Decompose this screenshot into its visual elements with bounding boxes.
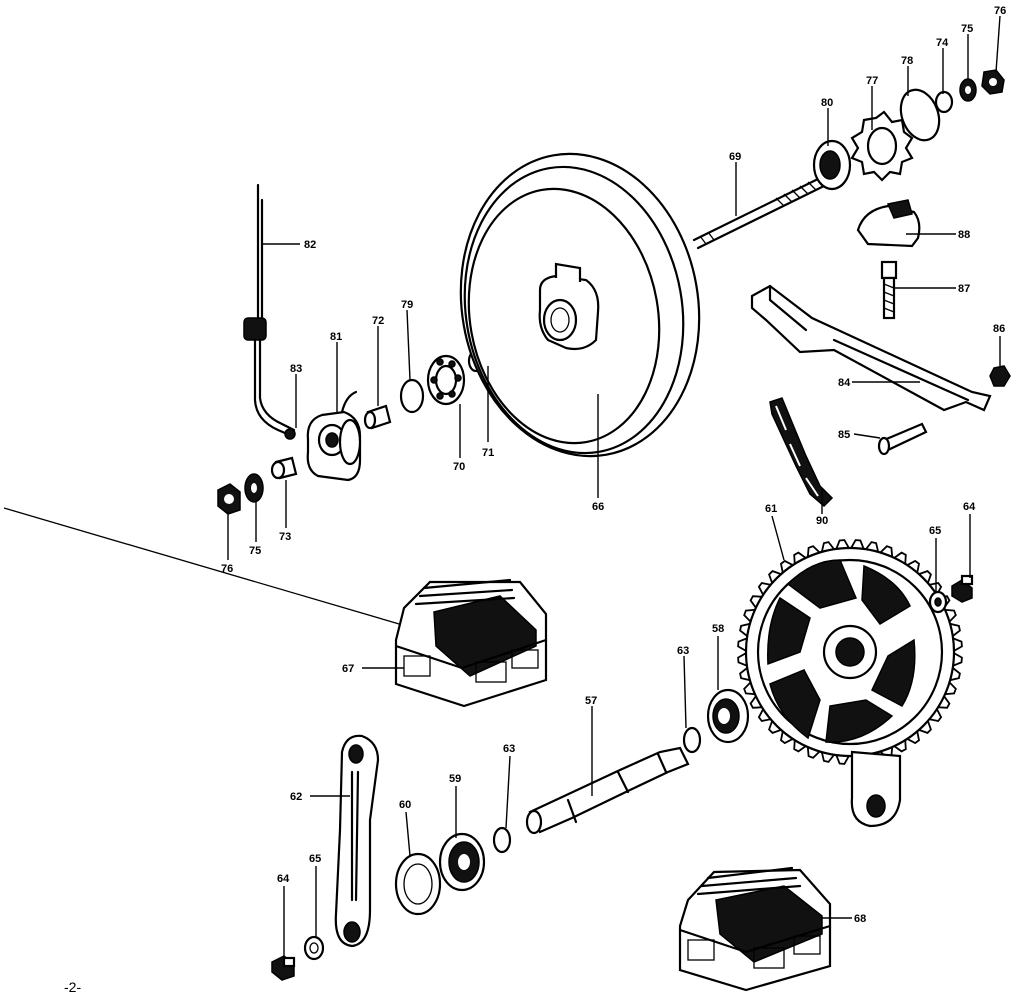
callout-71-sleeve: 71 xyxy=(482,447,494,459)
cable-clip xyxy=(284,428,296,440)
callout-88-clip: 88 xyxy=(958,229,970,241)
crank-washer-left xyxy=(303,935,325,961)
chainring xyxy=(737,539,963,828)
callout-75-washer: 75 xyxy=(961,23,973,35)
lock-nut-left xyxy=(394,852,442,916)
small-spacer xyxy=(934,90,954,114)
brake-cable xyxy=(243,183,296,438)
leader-lines xyxy=(227,15,1001,958)
callout-59-cup: 59 xyxy=(449,773,461,785)
callout-83-clip: 83 xyxy=(290,363,302,375)
arm-nut xyxy=(989,365,1011,387)
callout-80-bearing: 80 xyxy=(821,97,833,109)
callout-61-chainring: 61 xyxy=(765,503,777,515)
snap-ring xyxy=(399,378,425,414)
callout-labels: 82 83 81 72 79 70 71 66 69 80 77 78 74 7… xyxy=(64,5,1006,995)
callout-73-spacer: 73 xyxy=(279,531,291,543)
callout-66-drum: 66 xyxy=(592,501,604,513)
washer-right xyxy=(959,78,977,102)
callout-69-axle: 69 xyxy=(729,151,741,163)
left-crank xyxy=(334,734,380,948)
callout-78-ring: 78 xyxy=(901,55,913,67)
callout-57-spindle: 57 xyxy=(585,695,597,707)
callout-58-cup: 58 xyxy=(712,623,724,635)
callout-62-crank: 62 xyxy=(290,791,302,803)
crank-bolt-right xyxy=(951,574,974,603)
callout-85-bolt: 85 xyxy=(838,429,850,441)
callout-63-lockwasher-left: 63 xyxy=(503,743,515,755)
callout-65-washer-left: 65 xyxy=(309,853,321,865)
leader-line xyxy=(3,507,407,627)
axle-nut-left xyxy=(217,483,241,515)
brake-drum-wheel xyxy=(459,152,701,458)
callout-72-sleeve: 72 xyxy=(372,315,384,327)
callout-77-sprocket: 77 xyxy=(866,75,878,87)
callout-67-pedal: 67 xyxy=(342,663,354,675)
callout-64-bolt: 64 xyxy=(963,501,976,513)
callout-75-washer-left: 75 xyxy=(249,545,261,557)
brake-strap-arm xyxy=(750,284,992,412)
hub-axle xyxy=(692,176,826,250)
brake-clip xyxy=(856,199,921,248)
callout-76-nut: 76 xyxy=(994,5,1006,17)
callout-84-arm: 84 xyxy=(838,377,851,389)
callout-87-bolt: 87 xyxy=(958,283,970,295)
callout-82-cable: 82 xyxy=(304,239,316,251)
bearing-right xyxy=(812,139,852,191)
lock-washer-right xyxy=(682,726,702,754)
callout-79-ring: 79 xyxy=(401,299,413,311)
axle-nut-right xyxy=(981,69,1005,95)
crank-bolt-left xyxy=(271,955,296,981)
washer-left xyxy=(244,473,264,503)
brake-arm xyxy=(306,390,362,482)
crank-washer-right xyxy=(928,590,948,614)
lock-washer-left xyxy=(492,826,512,854)
bearing-cup-right xyxy=(706,688,750,744)
clip-bolt xyxy=(880,260,898,320)
callout-64-bolt-left: 64 xyxy=(277,873,290,885)
callout-74-spacer: 74 xyxy=(936,37,949,49)
spacer-left xyxy=(270,456,298,480)
spacer-sleeve xyxy=(363,404,392,430)
bearing-cup-left xyxy=(438,832,486,892)
callout-81-arm: 81 xyxy=(330,331,342,343)
page-number: -2- xyxy=(64,979,81,995)
strap-bolt xyxy=(877,422,928,456)
callout-70-bearing: 70 xyxy=(453,461,465,473)
callout-68-pedal: 68 xyxy=(854,913,866,925)
crank-spindle xyxy=(525,746,690,835)
callout-86-nut: 86 xyxy=(993,323,1005,335)
callout-76-nut-left: 76 xyxy=(221,563,233,575)
rear-sprocket xyxy=(850,110,914,182)
chain xyxy=(769,397,834,508)
pedal-right xyxy=(678,866,832,992)
pedal-left xyxy=(394,578,548,708)
callout-63-lockwasher: 63 xyxy=(677,645,689,657)
bearing-left xyxy=(426,354,466,406)
callout-65-washer: 65 xyxy=(929,525,941,537)
callout-90-chain: 90 xyxy=(816,515,828,527)
callout-60-locknut: 60 xyxy=(399,799,411,811)
